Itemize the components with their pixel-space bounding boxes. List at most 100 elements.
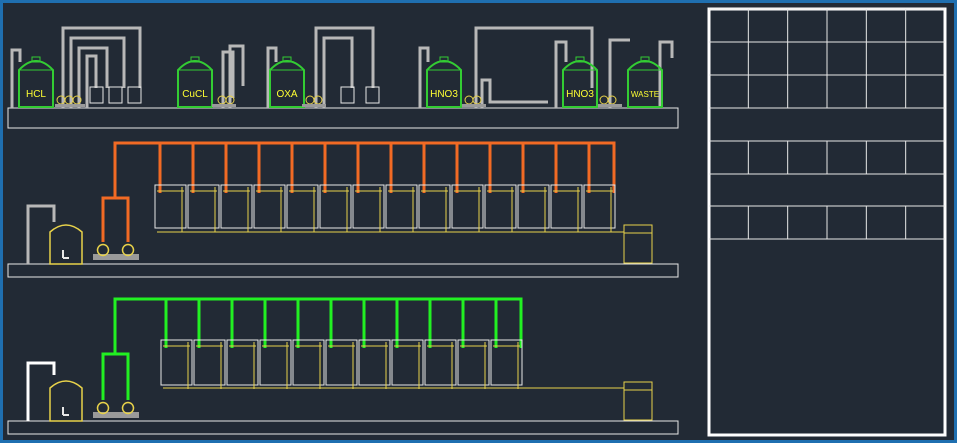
pump-loop-pipe (101, 352, 130, 400)
bath-tank (259, 339, 292, 386)
pump-base (462, 104, 486, 107)
bath-tank (286, 184, 319, 229)
gray-pipe (554, 40, 568, 108)
small-pump (464, 95, 474, 105)
bath-tank (154, 184, 187, 229)
middle-section (7, 141, 679, 278)
bath-tank (193, 339, 226, 386)
middle-orange-pipes (101, 141, 616, 242)
bath-tank (451, 184, 484, 229)
gray-pipe (658, 40, 674, 108)
tank-outline (426, 60, 462, 108)
bath-tank (490, 339, 523, 386)
bath-tank (583, 184, 616, 229)
bath-tank (292, 339, 325, 386)
tank-cap (31, 56, 41, 63)
storage-tank (623, 224, 653, 264)
circulation-pump (96, 401, 110, 415)
small-pump (599, 95, 609, 105)
reservoir-pipe (26, 204, 56, 264)
reservoir-pipe (26, 361, 56, 421)
top-shelf (7, 107, 679, 129)
header-pipe (113, 297, 523, 354)
gray-pipe (10, 48, 22, 108)
reservoir-tank (49, 380, 83, 422)
circulation-pump (96, 243, 110, 257)
tank-outline (18, 60, 54, 108)
bath-tank (220, 184, 253, 229)
pump-base (55, 104, 85, 107)
bath-tank (319, 184, 352, 229)
tank-cap (282, 56, 292, 63)
bath-tank (253, 184, 286, 229)
pump-base (302, 104, 326, 107)
tank-cap (640, 56, 650, 63)
bath-tank (418, 184, 451, 229)
pump-skid (93, 412, 139, 418)
tank-label: HNO3 (566, 89, 594, 100)
tank-outline (177, 60, 213, 108)
gray-pipe (474, 26, 594, 108)
pump-skid (93, 254, 139, 260)
tank-outline (269, 60, 305, 108)
top-tanks: HCL CuCL OXA HNO3 HNO3 WASTE (18, 56, 663, 108)
small-pump (305, 95, 315, 105)
bath-tank (517, 184, 550, 229)
circulation-pump (121, 243, 135, 257)
gray-pipe (221, 50, 235, 108)
top-pumps (55, 86, 622, 107)
filter-box (127, 86, 142, 104)
filter-box (108, 86, 123, 104)
tank-cap (575, 56, 585, 63)
middle-equipment (26, 204, 653, 265)
bottom-shelf (7, 420, 679, 435)
pump-base (212, 104, 236, 107)
reservoir-tank (49, 224, 83, 265)
tank-label: HNO3 (430, 89, 458, 100)
bath-tank (424, 339, 457, 386)
bath-tank (358, 339, 391, 386)
gray-pipe (418, 46, 430, 108)
gray-pipe (77, 46, 109, 108)
chemical-tank: OXA (269, 56, 305, 108)
gray-pipe (480, 78, 548, 108)
pump-loop-pipe (101, 196, 130, 242)
bath-tank (484, 184, 517, 229)
bottom-section (7, 297, 679, 435)
tank-cap (439, 56, 449, 63)
title-block (707, 7, 947, 437)
chemical-tank: HCL (18, 56, 54, 108)
gray-pipe (608, 38, 630, 108)
gray-pipe (85, 54, 98, 108)
middle-baths (154, 184, 624, 233)
bath-tank (226, 339, 259, 386)
gray-pipe (266, 46, 278, 108)
gray-pipe (314, 26, 375, 108)
filter-box (365, 86, 380, 104)
bottom-equipment (26, 361, 653, 422)
filter-box (89, 86, 104, 104)
bath-tank (187, 184, 220, 229)
bath-tank (385, 184, 418, 229)
circulation-pump (121, 401, 135, 415)
middle-shelf (7, 263, 679, 278)
gray-pipe (322, 36, 354, 108)
top-gray-pipes (10, 26, 674, 108)
tank-label: HCL (26, 89, 46, 100)
chemical-tank: HNO3 (426, 56, 462, 108)
tank-label: WASTE (631, 90, 659, 99)
gray-pipe (69, 36, 126, 108)
chemical-tank: CuCL (177, 56, 213, 108)
gray-pipe (228, 44, 245, 108)
bath-tank (550, 184, 583, 229)
tank-outline (627, 60, 663, 108)
bath-tank (160, 339, 193, 386)
bottom-baths (160, 339, 624, 389)
bath-tank (325, 339, 358, 386)
bath-tank (457, 339, 490, 386)
chemical-tank: HNO3 (562, 56, 598, 108)
bottom-green-pipes (101, 297, 523, 400)
header-pipe (113, 141, 616, 198)
